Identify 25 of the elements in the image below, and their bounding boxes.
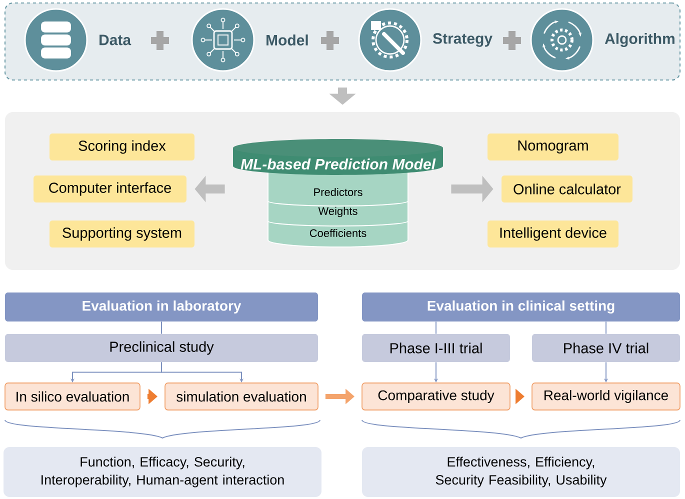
process-box: Comparative study (362, 382, 510, 410)
header-bar: Evaluation in laboratory (5, 292, 318, 322)
stage-box: Phase IV trial (532, 334, 680, 362)
process-box: simulation evaluation (164, 382, 318, 410)
model-title: ML-based Prediction Model (240, 158, 436, 170)
summary-box: Effectiveness, Efficiency, Security Feasibility, Usability (362, 447, 680, 497)
output-box: Online calculator (502, 176, 632, 202)
output-box: Computer interface (34, 176, 186, 202)
output-box: Scoring index (50, 134, 194, 160)
process-box: In silico evaluation (4, 382, 140, 410)
node-label: Model (266, 34, 308, 46)
output-box: Supporting system (50, 220, 194, 248)
layer-label: Predictors (314, 188, 362, 196)
node-label: Strategy (432, 33, 492, 47)
summary-box: Function, Efficacy, Security, Interoperability, Human-agent interaction (4, 447, 322, 497)
header-bar: Evaluation in clinical setting (362, 292, 680, 322)
node-label: Data (100, 34, 132, 46)
output-box: Nomogram (488, 134, 618, 160)
layer-label: Coefficients (310, 228, 366, 238)
output-box: Intelligent device (488, 220, 618, 248)
node-label: Algorithm (604, 32, 674, 48)
stage-box: Preclinical study (5, 334, 318, 362)
process-box: Real-world vigilance (532, 382, 680, 410)
stage-box: Phase I-III trial (362, 334, 510, 362)
layer-label: Weights (318, 206, 358, 218)
